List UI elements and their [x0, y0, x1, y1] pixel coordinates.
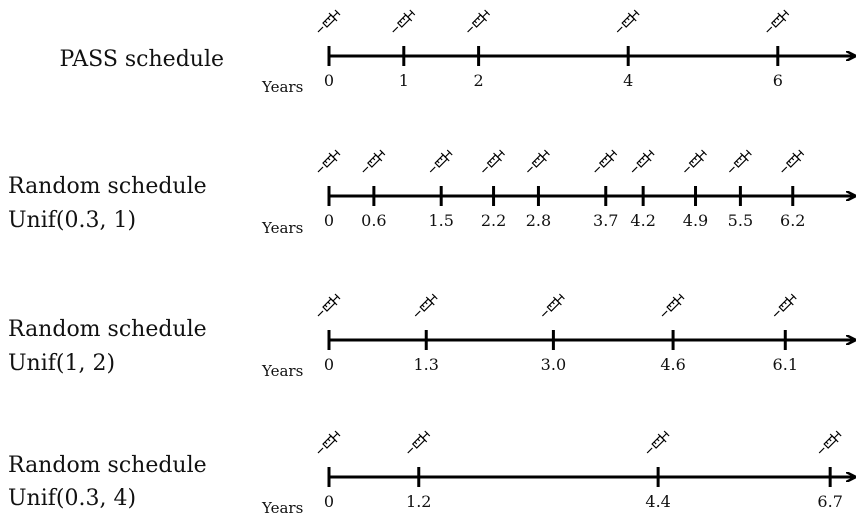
tick-label: 0 — [324, 355, 334, 374]
syringe-icon — [467, 9, 491, 33]
axis-label-years: Years — [261, 78, 303, 96]
syringe-icon — [392, 9, 416, 33]
syringe-icon — [728, 149, 753, 173]
row-label-line-1: Random schedule — [8, 174, 207, 199]
syringe-icon — [317, 293, 341, 317]
syringe-icon — [631, 149, 655, 173]
row-label-line-2: Unif(0.3, 4) — [8, 486, 136, 511]
axis-label-years: Years — [261, 499, 303, 517]
syringe-icon — [407, 430, 431, 454]
tick-label: 2.2 — [481, 211, 506, 230]
tick-label: 1 — [399, 71, 409, 90]
syringe-icon — [781, 149, 805, 173]
tick-label: 2 — [474, 71, 484, 90]
tick-label: 0 — [324, 71, 334, 90]
tick-label: 4.2 — [630, 211, 655, 230]
tick-label: 4.9 — [683, 211, 708, 230]
tick-label: 1.5 — [428, 211, 453, 230]
tick-label: 0 — [324, 211, 334, 230]
schedule-row: Random schedule Unif(1, 2) Years 0 1.3 3.0… — [8, 293, 855, 380]
row-label-line-1: PASS schedule — [59, 47, 224, 72]
schedule-row: PASS schedule Years 0 1 2 4 6 — [59, 9, 855, 96]
tick-label: 3.0 — [541, 355, 566, 374]
tick-label: 6 — [773, 71, 783, 90]
syringe-icon — [429, 149, 453, 173]
syringe-icon — [616, 9, 640, 33]
tick-label: 5.5 — [728, 211, 753, 230]
schedule-row: Random schedule Unif(0.3, 1) Years 0 0.6 1… — [8, 149, 855, 237]
syringe-icon — [594, 149, 618, 173]
tick-label: 4 — [623, 71, 633, 90]
tick-label: 4.6 — [660, 355, 685, 374]
row-label-line-2: Unif(1, 2) — [8, 351, 115, 376]
tick-label: 6.2 — [780, 211, 805, 230]
syringe-icon — [818, 430, 842, 454]
tick-label: 1.3 — [414, 355, 439, 374]
syringe-icon — [317, 430, 341, 454]
tick-label: 6.1 — [773, 355, 798, 374]
syringe-icon — [362, 149, 386, 173]
syringe-icon — [683, 149, 708, 173]
syringe-icon — [414, 293, 438, 317]
syringe-icon — [766, 9, 790, 33]
syringe-icon — [317, 149, 341, 173]
tick-label: 6.7 — [817, 492, 842, 511]
tick-label: 2.8 — [526, 211, 551, 230]
tick-label: 3.7 — [593, 211, 618, 230]
syringe-icon — [317, 9, 341, 33]
tick-label: 1.2 — [406, 492, 431, 511]
row-label-line-2: Unif(0.3, 1) — [8, 208, 136, 233]
syringe-icon — [661, 293, 685, 317]
syringe-icon — [646, 430, 670, 454]
axis-label-years: Years — [261, 219, 303, 237]
schedule-row: Random schedule Unif(0.3, 4) Years 0 1.2 4… — [8, 430, 855, 517]
syringe-icon — [773, 293, 797, 317]
tick-label: 4.4 — [645, 492, 670, 511]
tick-label: 0 — [324, 492, 334, 511]
syringe-icon — [481, 149, 506, 173]
row-label-line-1: Random schedule — [8, 317, 207, 342]
row-label-line-1: Random schedule — [8, 453, 207, 478]
tick-label: 0.6 — [361, 211, 386, 230]
axis-label-years: Years — [261, 362, 303, 380]
syringe-icon — [526, 149, 551, 173]
syringe-icon — [541, 293, 566, 317]
